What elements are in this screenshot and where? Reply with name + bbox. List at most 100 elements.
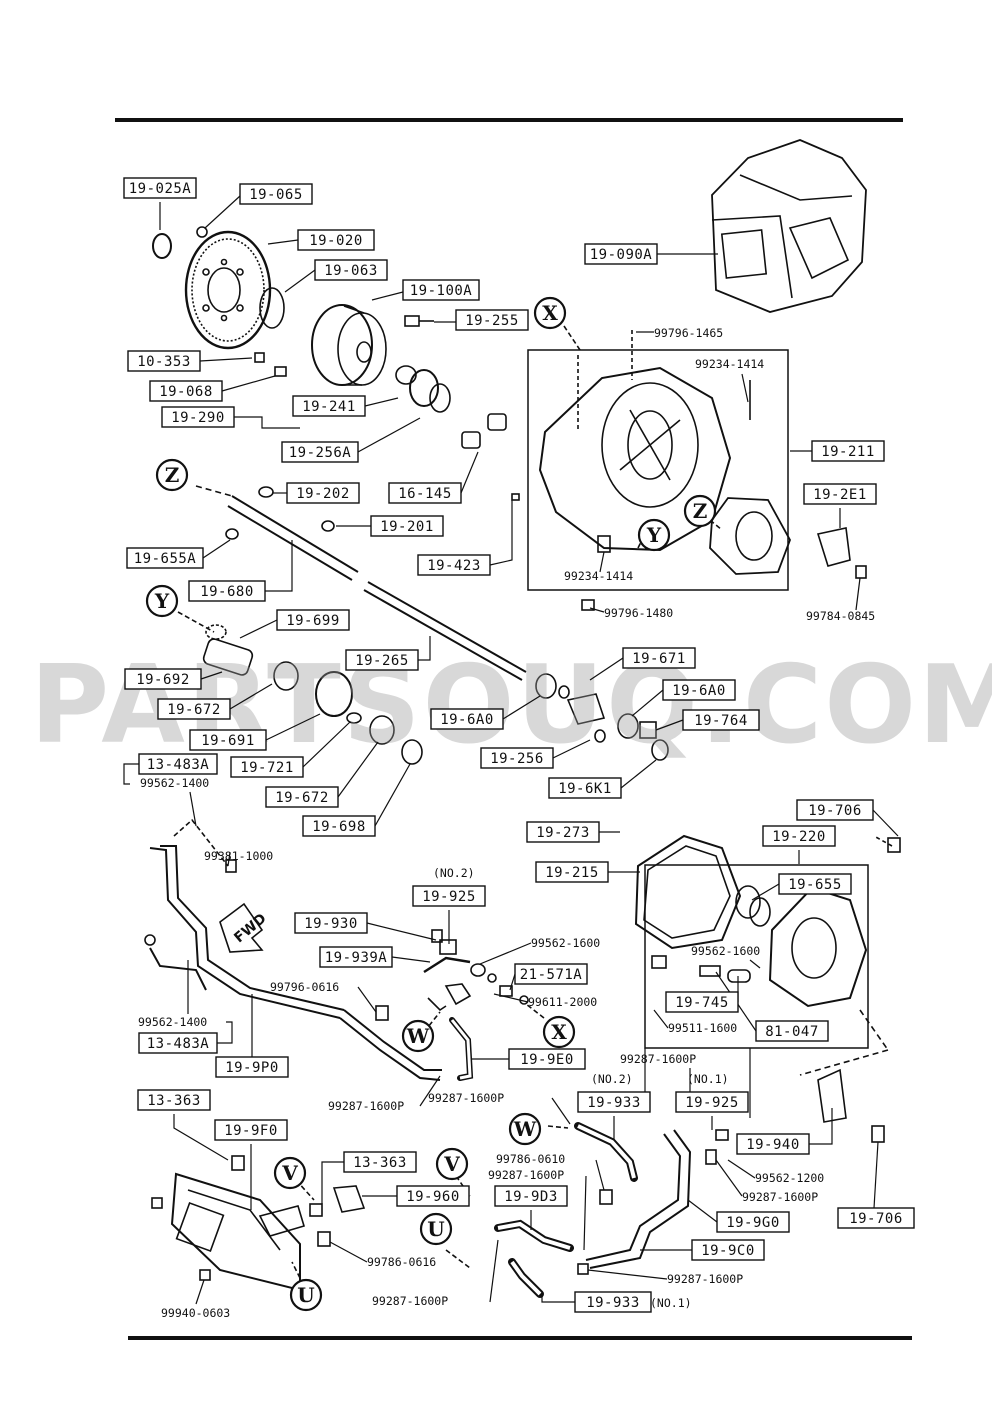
part-label-box — [675, 1091, 749, 1113]
leader-line — [364, 397, 399, 407]
leader-line — [589, 607, 605, 613]
callout-letter: W — [406, 1024, 430, 1048]
part-number: 19-698 — [312, 819, 366, 835]
part-label-53: 19-940 — [736, 1133, 810, 1155]
part-number: 19-6A0 — [440, 712, 494, 728]
part-number: 19-933 — [586, 1295, 640, 1311]
leader-line — [493, 993, 529, 1003]
leader-line — [265, 540, 293, 592]
leader-line — [357, 986, 377, 1013]
part-label-27: 19-6A0 — [662, 679, 736, 701]
leader-line — [195, 1279, 205, 1305]
leader-line — [337, 741, 379, 798]
hardware-part-number: 99611-2000 — [528, 995, 597, 1009]
part-label-43: 21-571A — [514, 963, 588, 985]
part-label-22: 19-692 — [124, 668, 202, 690]
part-label-box — [682, 709, 760, 731]
leader-line — [489, 1239, 499, 1303]
callout-y: Y — [145, 584, 179, 618]
part-label-48: 19-9E0 — [508, 1048, 586, 1070]
part-number: 19-960 — [406, 1189, 460, 1205]
part-number: 19-721 — [240, 760, 294, 776]
part-label-box — [665, 991, 739, 1013]
part-label-box — [796, 799, 874, 821]
part-label-box — [214, 1119, 288, 1141]
part-label-40: 19-925 — [412, 885, 486, 907]
part-number: 19-691 — [201, 733, 255, 749]
part-number: 19-9F0 — [224, 1123, 278, 1139]
callout-v: V — [273, 1156, 307, 1190]
part-label-box — [281, 441, 359, 463]
hardware-part-number: 99562-1400 — [138, 1015, 207, 1029]
callout-circle — [542, 1015, 576, 1049]
leader-line — [227, 851, 231, 867]
part-label-15: 19-201 — [370, 515, 444, 537]
part-number: 19-930 — [304, 916, 358, 932]
part-label-box — [127, 350, 201, 372]
part-label-box — [402, 279, 480, 301]
callout-circle — [289, 1278, 323, 1312]
part-label-box — [370, 515, 444, 537]
part-number: 10-353 — [137, 354, 191, 370]
part-label-35: 19-273 — [526, 821, 600, 843]
part-number: 19-025A — [129, 181, 192, 197]
part-label-box — [345, 649, 419, 671]
callout-letter: W — [513, 1117, 537, 1141]
leader-line — [217, 1021, 233, 1044]
leader-line — [221, 375, 276, 392]
part-label-box — [662, 679, 736, 701]
part-label-box — [188, 580, 266, 602]
part-label-25: 19-6A0 — [430, 708, 504, 730]
part-label-24: 19-691 — [189, 729, 267, 751]
part-label-box — [343, 1151, 417, 1173]
part-label-box — [265, 786, 339, 808]
part-label-45: 81-047 — [755, 1020, 829, 1042]
hardware-part-number: 99287-1600P — [372, 1294, 448, 1308]
part-label-box — [286, 482, 360, 504]
part-number: 19-215 — [545, 865, 599, 881]
leader-line — [552, 739, 591, 759]
hardware-part-number: 99287-1600P — [488, 1168, 564, 1182]
hardware-part-number: 99796-0616 — [270, 980, 339, 994]
part-number: 19-655 — [788, 877, 842, 893]
leader-line — [419, 1075, 441, 1107]
part-label-box — [126, 547, 204, 569]
part-number: 19-211 — [821, 444, 875, 460]
part-label-box — [716, 1211, 790, 1233]
callout-letter: V — [281, 1161, 298, 1185]
part-number: 19-256 — [490, 751, 544, 767]
part-label-7: 19-068 — [149, 380, 223, 402]
leader-line — [631, 689, 664, 717]
part-number: 19-672 — [275, 790, 329, 806]
part-label-box — [584, 243, 658, 265]
leader-line — [653, 1009, 669, 1029]
leader-line — [229, 683, 273, 710]
part-number: 19-265 — [355, 653, 409, 669]
callout-v: V — [435, 1147, 469, 1181]
leader-line — [204, 195, 241, 229]
callout-circle — [533, 296, 567, 330]
part-number: 19-202 — [296, 486, 350, 502]
part-label-13: 19-211 — [811, 440, 885, 462]
part-number: 19-655A — [134, 551, 197, 567]
part-number: 19-090A — [590, 247, 653, 263]
part-label-box — [314, 259, 388, 281]
part-label-47: 19-9P0 — [215, 1056, 289, 1078]
part-label-30: 19-721 — [230, 756, 304, 778]
leader-line — [200, 671, 223, 680]
callout-letter: U — [297, 1283, 314, 1307]
part-label-50: 19-9F0 — [214, 1119, 288, 1141]
part-label-0: 19-025A — [123, 177, 197, 199]
part-number: 19-925 — [685, 1095, 739, 1111]
part-label-box — [755, 1020, 829, 1042]
part-label-17: 19-680 — [188, 580, 266, 602]
part-number: 19-9C0 — [701, 1243, 755, 1259]
part-label-box — [123, 177, 197, 199]
part-label-19: 19-2E1 — [803, 483, 877, 505]
part-label-box — [577, 1091, 651, 1113]
leader-line — [265, 713, 321, 741]
leader-line — [366, 922, 437, 941]
leader-line — [727, 1159, 756, 1179]
callout-letter: V — [443, 1152, 460, 1176]
